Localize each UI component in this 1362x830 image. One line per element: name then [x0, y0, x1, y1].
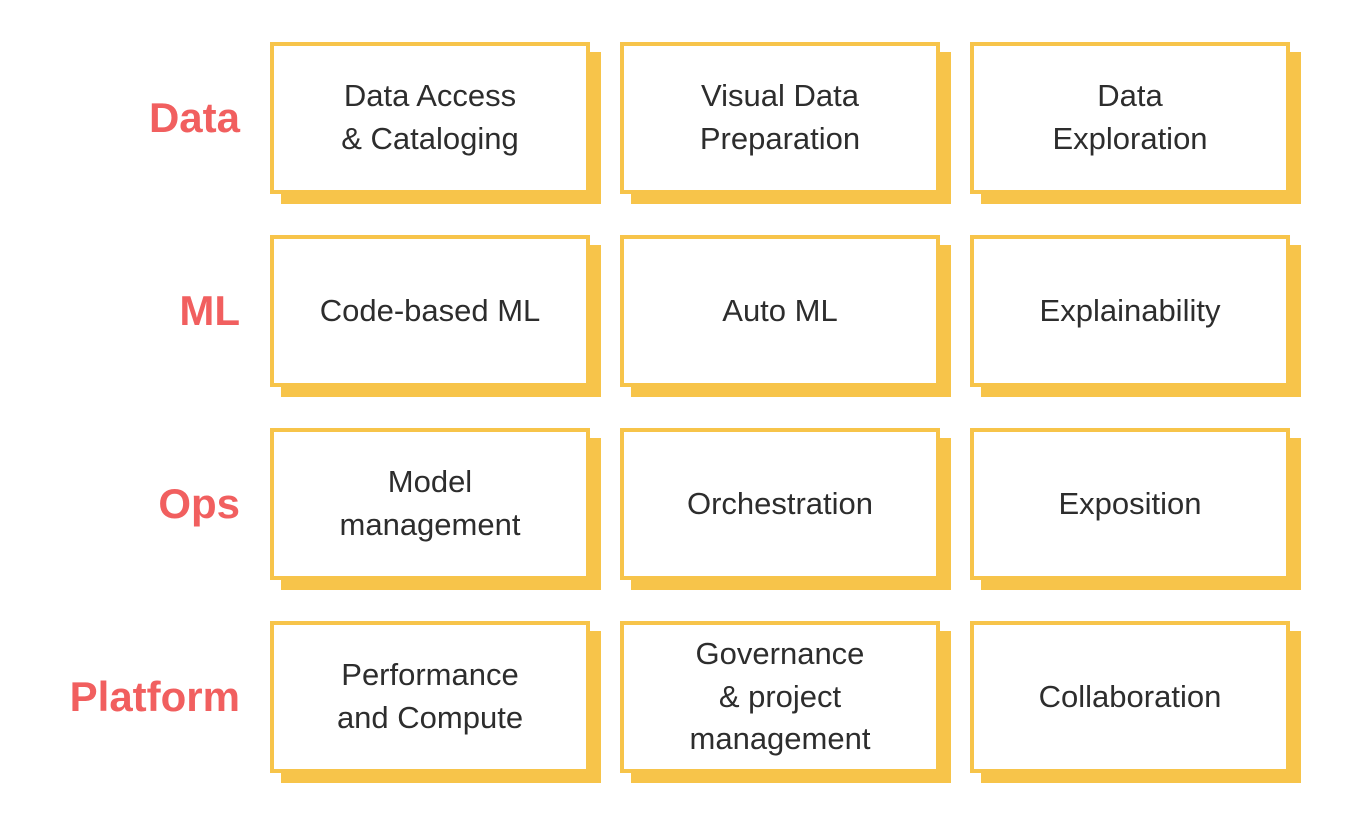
card-data-exploration: Data Exploration — [970, 42, 1290, 194]
card-data-access-cataloging: Data Access & Cataloging — [270, 42, 590, 194]
card-label: Model management — [339, 464, 521, 542]
row-platform: Platform Performance and Compute Governa… — [0, 621, 1362, 773]
card-label: Performance and Compute — [336, 657, 524, 735]
card-label: Governance & project management — [689, 635, 871, 757]
card-label: Exposition — [1058, 485, 1202, 521]
card-label: Orchestration — [686, 485, 874, 521]
card-exposition: Exposition — [970, 428, 1290, 580]
row-ops: Ops Model management Orchestration Expos… — [0, 428, 1362, 580]
row-label-platform: Platform — [69, 673, 240, 720]
card-label: Collaboration — [1038, 678, 1222, 714]
card-label: Data Exploration — [1052, 78, 1208, 156]
card-performance-and-compute: Performance and Compute — [270, 621, 590, 773]
card-auto-ml: Auto ML — [620, 235, 940, 387]
card-label: Explainability — [1039, 292, 1221, 328]
card-explainability: Explainability — [970, 235, 1290, 387]
card-model-management: Model management — [270, 428, 590, 580]
card-collaboration: Collaboration — [970, 621, 1290, 773]
card-governance-project-management: Governance & project management — [620, 621, 940, 773]
row-label-data: Data — [148, 94, 240, 141]
card-code-based-ml: Code-based ML — [270, 235, 590, 387]
row-ml: ML Code-based ML Auto ML Explainability — [0, 235, 1362, 387]
card-visual-data-preparation: Visual Data Preparation — [620, 42, 940, 194]
row-data: Data Data Access & Cataloging Visual Dat… — [0, 42, 1362, 194]
card-label: Auto ML — [722, 292, 838, 328]
row-label-ml: ML — [179, 287, 240, 334]
card-orchestration: Orchestration — [620, 428, 940, 580]
row-label-ops: Ops — [158, 480, 240, 527]
card-label: Visual Data Preparation — [699, 78, 861, 156]
card-label: Data Access & Cataloging — [341, 78, 519, 156]
card-label: Code-based ML — [319, 292, 541, 328]
